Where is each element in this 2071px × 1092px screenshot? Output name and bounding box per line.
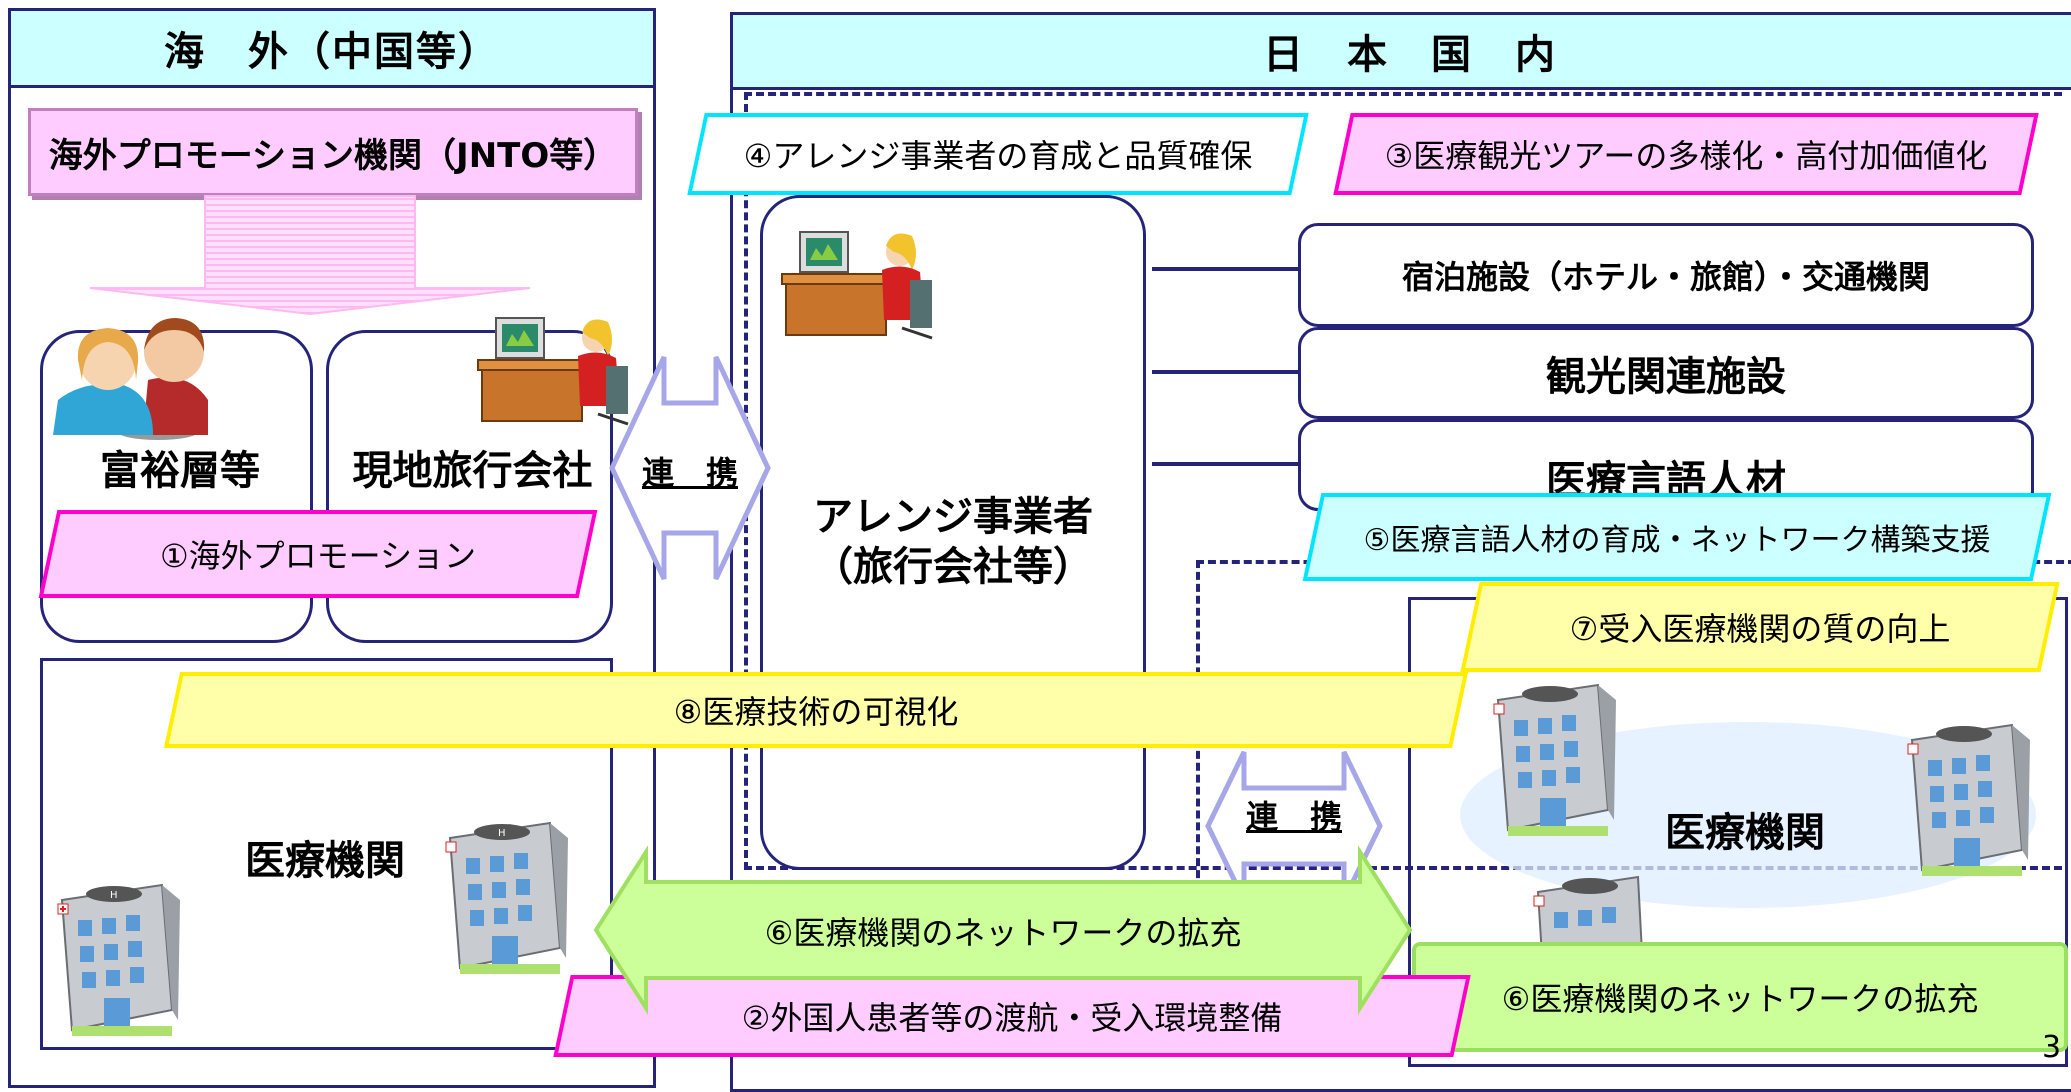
domestic-header: 日 本 国 内 — [730, 12, 2071, 90]
hospital-building-icon — [1493, 683, 1616, 836]
hospital-building-icon — [1907, 723, 2030, 876]
overseas-promotion-banner: ①海外プロモーション — [38, 510, 598, 598]
hospital-building-icon: H — [57, 883, 180, 1036]
network-arrow-label: ⑥医療機関のネットワークの拡充 — [764, 914, 1242, 952]
office-worker-icon — [477, 317, 629, 426]
visualize-tech-banner: ⑧医療技術の可視化 — [163, 672, 1469, 748]
arranger-subtitle: （旅行会社等） — [813, 544, 1093, 590]
page-number: 3 — [2042, 1030, 2062, 1065]
patient-environment-banner: ②外国人患者等の渡航・受入環境整備 — [553, 975, 1471, 1057]
tour-diversify-banner: ③医療観光ツアーの多様化・高付加価値化 — [1333, 113, 2039, 195]
network-banner-right: ⑥医療機関のネットワークの拡充 — [1412, 942, 2068, 1052]
link-arrow-right — [1205, 750, 1383, 902]
office-worker-icon — [781, 231, 933, 340]
lodging-box: 宿泊施設（ホテル・旅館）・交通機関 — [1298, 223, 2034, 327]
tourism-label: 観光関連施設 — [1546, 354, 1786, 400]
link-label-left: 連 携 — [641, 454, 738, 492]
lodging-label: 宿泊施設（ホテル・旅館）・交通機関 — [1401, 258, 1930, 296]
connector-line — [1152, 462, 1298, 466]
local-agency-label: 現地旅行会社 — [352, 448, 593, 494]
overseas-header: 海 外（中国等） — [8, 8, 656, 88]
domestic-medical-label: 医療機関 — [1665, 810, 1825, 856]
network-double-arrow — [593, 845, 1413, 1015]
tourism-box: 観光関連施設 — [1298, 327, 2034, 419]
svg-text:H: H — [110, 890, 118, 901]
hospital-building-icon: H — [445, 821, 568, 974]
wealthy-label: 富裕層等 — [100, 448, 260, 494]
promo-org-box: 海外プロモーション機関（JNTO等） — [28, 108, 638, 196]
connector-line — [1152, 370, 1298, 374]
arranger-banner: ④アレンジ事業者の育成と品質確保 — [687, 113, 1309, 195]
quality-banner: ⑦受入医療機関の質の向上 — [1460, 582, 2060, 672]
overseas-medical-label: 医療機関 — [245, 838, 405, 884]
language-talent-banner: ⑤医療言語人材の育成・ネットワーク構築支援 — [1302, 493, 2052, 581]
link-label-right: 連 携 — [1245, 798, 1342, 836]
promo-org-label: 海外プロモーション機関（JNTO等） — [48, 135, 618, 176]
link-arrow-left — [609, 355, 771, 581]
overseas-medical-box — [40, 658, 613, 1050]
promo-down-arrow — [89, 195, 531, 316]
arranger-title: アレンジ事業者 — [813, 494, 1093, 540]
svg-text:H: H — [498, 828, 506, 839]
connector-line — [1152, 267, 1298, 271]
people-icon — [53, 318, 208, 440]
